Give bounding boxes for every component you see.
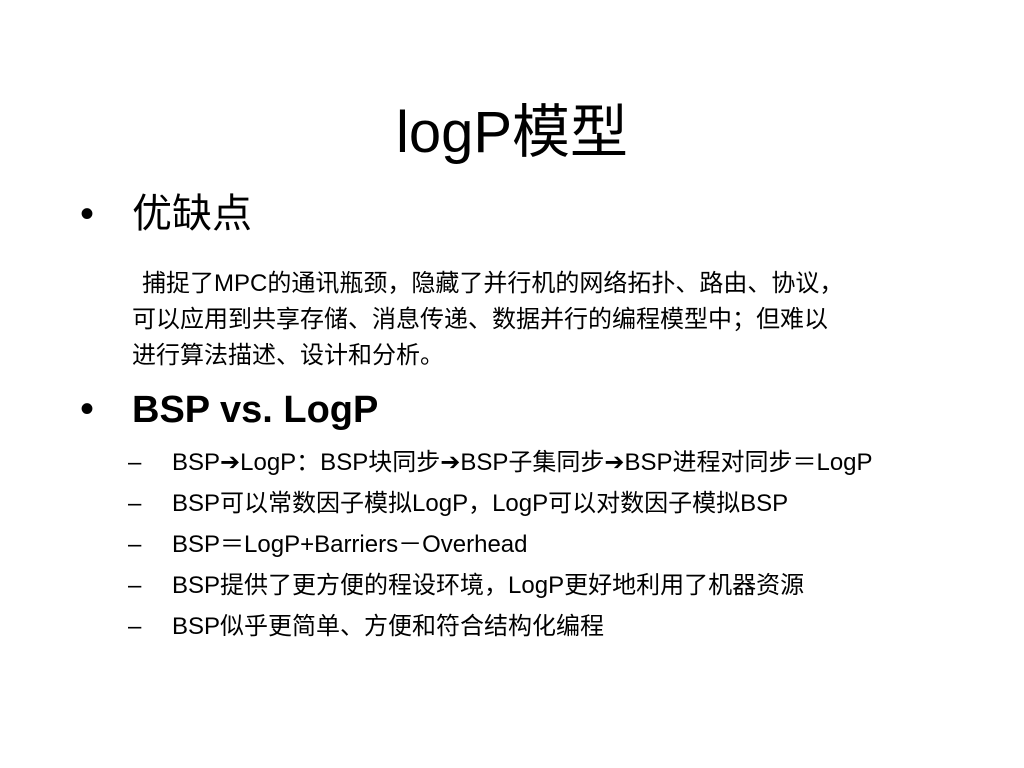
- bullet-bsp-vs-logp-label: BSP vs. LogP: [132, 389, 379, 431]
- bullet-dot-icon: •: [80, 387, 95, 431]
- dash-icon: –: [128, 572, 142, 599]
- pros-cons-paragraph: 捕捉了MPC的通讯瓶颈，隐藏了并行机的网络拓扑、路由、协议， 可以应用到共享存储…: [132, 266, 972, 374]
- dash-icon: –: [128, 531, 142, 558]
- bullet-dot-icon: •: [80, 192, 95, 236]
- list-item-text: BSP➔LogP：BSP块同步➔BSP子集同步➔BSP进程对同步＝LogP: [172, 449, 873, 476]
- list-item-text: BSP可以常数因子模拟LogP，LogP可以对数因子模拟BSP: [172, 490, 789, 517]
- dash-icon: –: [128, 490, 142, 517]
- list-item-text: BSP提供了更方便的程设环境，LogP更好地利用了机器资源: [172, 572, 805, 599]
- slide-title: logP模型: [395, 100, 629, 165]
- paragraph-line: 进行算法描述、设计和分析。: [132, 342, 444, 369]
- list-item: – BSP➔LogP：BSP块同步➔BSP子集同步➔BSP进程对同步＝LogP: [128, 446, 968, 480]
- list-item: – BSP可以常数因子模拟LogP，LogP可以对数因子模拟BSP: [128, 487, 968, 521]
- paragraph-line: 捕捉了MPC的通讯瓶颈，隐藏了并行机的网络拓扑、路由、协议，: [142, 270, 844, 297]
- bsp-logp-sublist: – BSP➔LogP：BSP块同步➔BSP子集同步➔BSP进程对同步＝LogP …: [128, 446, 968, 651]
- list-item: – BSP提供了更方便的程设环境，LogP更好地利用了机器资源: [128, 569, 968, 603]
- dash-icon: –: [128, 613, 142, 640]
- bullet-bsp-vs-logp: • BSP vs. LogP: [80, 384, 378, 436]
- bullet-pros-cons: • 优缺点: [80, 186, 252, 242]
- dash-icon: –: [128, 449, 142, 476]
- paragraph-line: 可以应用到共享存储、消息传递、数据并行的编程模型中；但难以: [132, 306, 828, 333]
- list-item-text: BSP似乎更简单、方便和符合结构化编程: [172, 613, 605, 640]
- list-item: – BSP＝LogP+Barriers－Overhead: [128, 528, 968, 562]
- list-item: – BSP似乎更简单、方便和符合结构化编程: [128, 610, 968, 644]
- list-item-text: BSP＝LogP+Barriers－Overhead: [172, 531, 528, 558]
- bullet-pros-cons-label: 优缺点: [132, 192, 252, 236]
